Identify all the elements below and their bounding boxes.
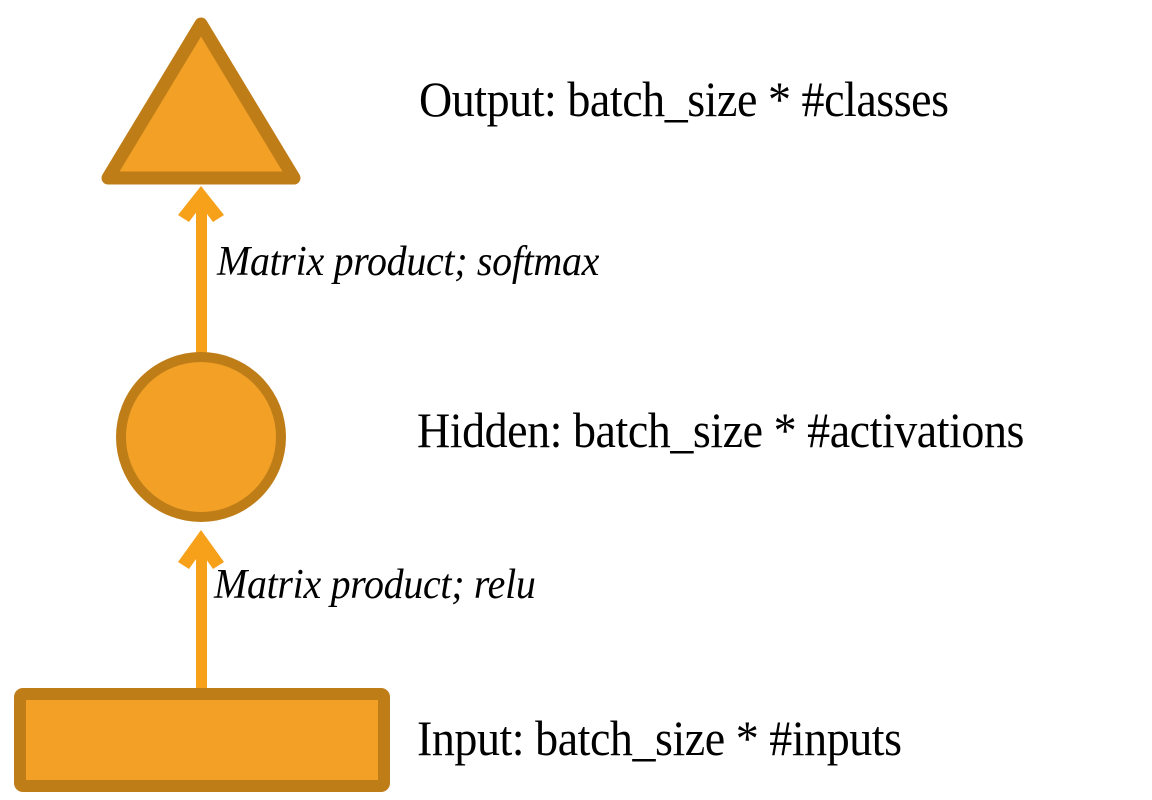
hidden-layer-label: Hidden: batch_size * #activations — [417, 402, 1024, 458]
arrow-shaft — [196, 200, 207, 354]
up-arrow-icon — [178, 186, 224, 354]
triangle-shape[interactable] — [101, 17, 301, 185]
up-arrow-icon — [178, 530, 224, 692]
output-layer-label: Output: batch_size * #classes — [419, 71, 949, 127]
edge-label-softmax: Matrix product; softmax — [217, 239, 600, 285]
edge-label-relu: Matrix product; relu — [214, 562, 536, 608]
arrow-shaft — [196, 552, 207, 692]
circle-shape[interactable] — [116, 352, 286, 522]
rectangle-shape[interactable] — [14, 688, 390, 792]
arrow-head — [178, 186, 224, 222]
input-layer-label: Input: batch_size * #inputs — [417, 710, 902, 766]
arrow-head — [178, 530, 224, 569]
